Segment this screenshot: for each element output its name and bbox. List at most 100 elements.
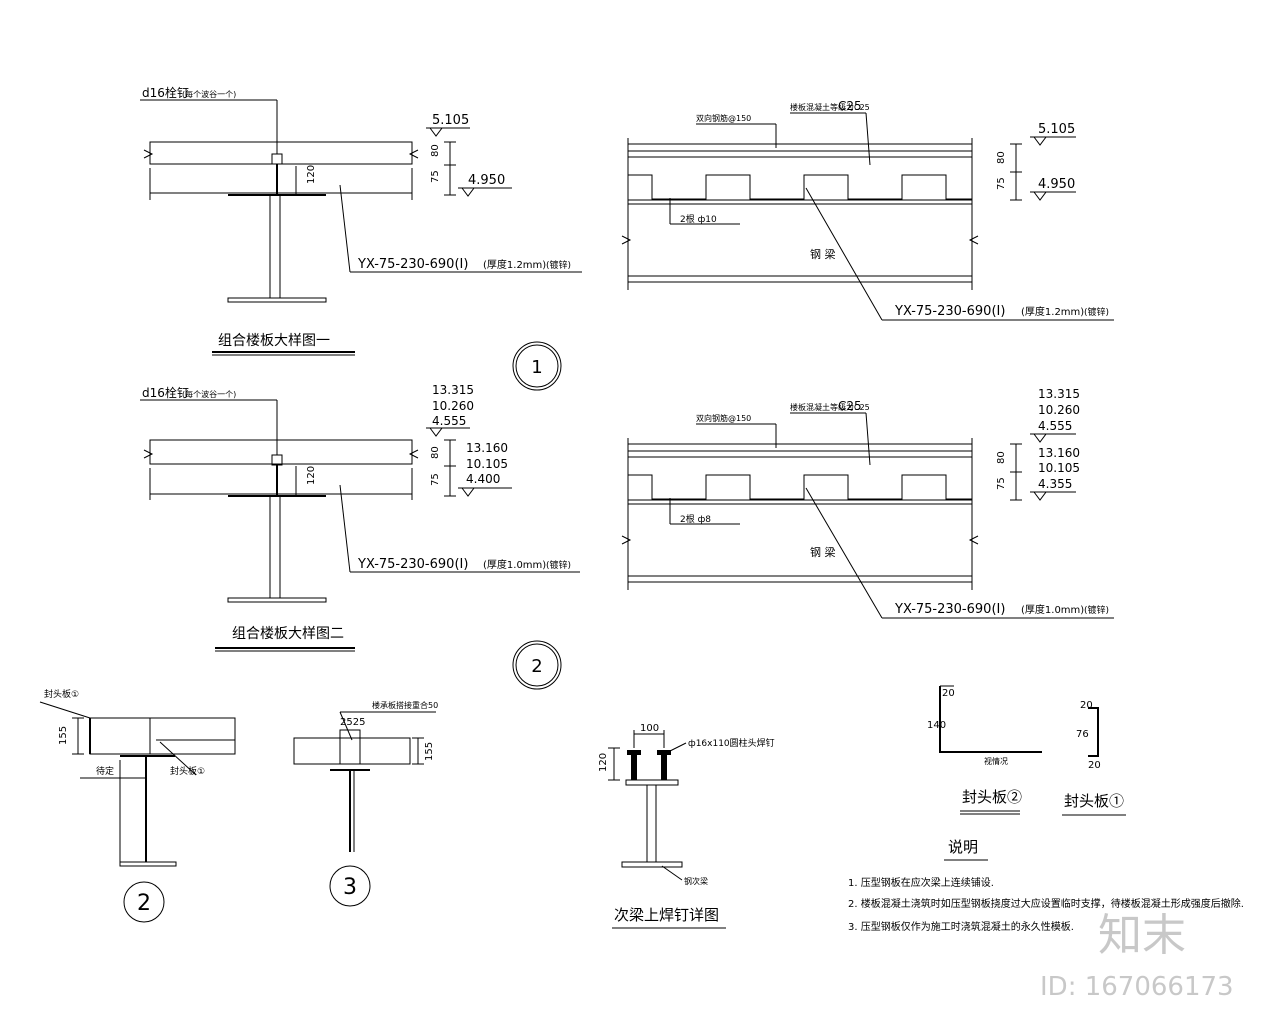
- end-plate-label: 封头板①: [44, 688, 79, 700]
- elevation-top-3: 4.555: [432, 414, 466, 428]
- stud-left: [631, 754, 637, 780]
- stud-right: [661, 754, 667, 780]
- dim-top: 80: [996, 151, 1007, 164]
- plate-title: 封头板②: [962, 788, 1022, 806]
- concrete-grade-suffix: C25: [838, 399, 862, 413]
- dim-top: 80: [430, 144, 441, 157]
- elevation-top-1: 13.315: [1038, 387, 1080, 401]
- stud-sub: (每个波谷一个): [182, 89, 236, 99]
- note-item-1: 1. 压型钢板在应次梁上连续铺设.: [848, 876, 994, 889]
- stud-head: [271, 153, 283, 165]
- deck-spec: YX-75-230-690(I): [357, 557, 468, 572]
- beam-label: 钢 梁: [810, 545, 836, 559]
- end-plate-one: 20 76 20 封头板①: [1062, 700, 1126, 816]
- circle-marker-two: 2: [512, 640, 562, 690]
- edge-dim: 155: [58, 726, 69, 745]
- circle-number: 1: [531, 357, 542, 378]
- rebar-bottom: 2根 ф8: [680, 513, 711, 525]
- stud-note: d16栓钉: [142, 385, 189, 400]
- deck-note: (镀锌): [1084, 306, 1109, 318]
- dim-stud: 120: [306, 466, 317, 485]
- edge-detail: 封头板① 155 待定 封头板① 2: [39, 688, 236, 923]
- plate-profile: [939, 686, 1042, 753]
- deck-thickness: (厚度1.0mm): [483, 558, 546, 571]
- detail-title: 组合楼板大样图二: [232, 626, 344, 642]
- concrete-grade: 楼板混凝土等级为C25: [790, 102, 870, 112]
- dim-bot: 75: [996, 477, 1007, 490]
- circle-number: 2: [531, 656, 542, 677]
- deck-note: (镀锌): [546, 259, 571, 271]
- fix-label: 待定: [96, 765, 114, 777]
- plate-dim-b: 140: [927, 720, 946, 731]
- deck-note: (镀锌): [546, 559, 571, 571]
- circle-marker: [123, 881, 165, 923]
- stud-note: ф16x110圆柱头焊钉: [688, 737, 775, 749]
- slab-concrete: [149, 141, 413, 165]
- deck-spec: YX-75-230-690(I): [357, 257, 468, 272]
- deck-thickness: (厚度1.2mm): [483, 258, 546, 271]
- edge-slab: [89, 717, 236, 755]
- circle-marker-one: 1: [512, 341, 562, 391]
- dim-stud: 120: [306, 165, 317, 184]
- notes-heading: 说明: [948, 838, 978, 856]
- deck-concrete: [627, 156, 973, 200]
- dim-top: 80: [430, 446, 441, 459]
- stud-sub: (每个波谷一个): [182, 389, 236, 399]
- elevation-top-3: 4.555: [1038, 419, 1072, 433]
- elevation-bot-1: 13.160: [1038, 446, 1080, 460]
- concrete-grade: 楼板混凝土等级为C25: [790, 402, 870, 412]
- elevation-bot: 4.950: [468, 173, 505, 188]
- deck-spec: YX-75-230-690(I): [894, 602, 1005, 617]
- elevation-top-2: 10.260: [1038, 403, 1080, 417]
- elevation-bot: 4.950: [1038, 177, 1075, 192]
- concrete-grade-suffix: C25: [838, 99, 862, 113]
- detail-two-section: d16栓钉 (每个波谷一个) 80 75 120 13.315 10.260 4…: [140, 383, 580, 652]
- deck-note: (镀锌): [1084, 604, 1109, 616]
- detail-one-deck: 双向钢筋@150 楼板混凝土等级为C25 C25 2根 ф10 钢 梁 YX-7…: [621, 99, 1114, 321]
- beam-bottom-flange: [227, 297, 327, 303]
- note-item-2: 2. 楼板混凝土浇筑时如压型钢板挠度过大应设置临时支撑，待楼板混凝土形成强度后撤…: [848, 897, 1244, 910]
- rebar-top: 双向钢筋@150: [696, 413, 751, 423]
- joint-note: 楼承板搭接重合50: [372, 700, 438, 710]
- elevation-top: 5.105: [1038, 122, 1075, 137]
- elevation-top-2: 10.260: [432, 399, 474, 413]
- deck-thickness: (厚度1.2mm): [1021, 305, 1084, 318]
- elevation-bot-3: 4.400: [466, 472, 500, 486]
- elevation-bot-1: 13.160: [466, 441, 508, 455]
- circle-number: 2: [137, 891, 151, 916]
- plate-dim-b: 76: [1076, 729, 1089, 740]
- elevation-top: 5.105: [432, 113, 469, 128]
- circle-number: 3: [343, 875, 357, 900]
- plate-title: 封头板①: [1064, 792, 1124, 810]
- watermark-id: ID: 167066173: [1040, 972, 1234, 1002]
- deck-spec: YX-75-230-690(I): [894, 304, 1005, 319]
- dim-bot: 75: [996, 177, 1007, 190]
- rebar-top: 双向钢筋@150: [696, 113, 751, 123]
- dim-bot: 75: [430, 473, 441, 486]
- watermark-brand: 知末: [1098, 910, 1186, 961]
- joint-dim: 155: [424, 742, 435, 761]
- note-item-3: 3. 压型钢板仅作为施工时浇筑混凝土的永久性模板.: [848, 920, 1074, 933]
- joint-dim-small: 2525: [340, 717, 365, 728]
- beam-flange: [625, 779, 679, 786]
- dim-bot: 75: [430, 170, 441, 183]
- plate-dim-a: 20: [1080, 700, 1093, 711]
- stud-title: 次梁上焊钉详图: [614, 906, 719, 924]
- deck-concrete: [627, 456, 973, 500]
- stud-dim-h: 120: [598, 753, 609, 772]
- end-plate-two: 20 140 视情况 封头板②: [927, 685, 1042, 815]
- plate-note: 视情况: [984, 756, 1008, 766]
- elevation-bot-3: 4.355: [1038, 477, 1072, 491]
- plate-profile: [1088, 707, 1099, 757]
- dim-top: 80: [996, 451, 1007, 464]
- plate-dim-c: 20: [1088, 760, 1101, 771]
- detail-two-deck: 双向钢筋@150 楼板混凝土等级为C25 C25 2根 ф8 钢 梁 YX-75…: [621, 387, 1114, 619]
- beam-label: 钢 梁: [810, 247, 836, 261]
- detail-one-section: d16栓钉 (每个波谷一个) 80 75 120 5.105 4.950 YX-…: [140, 85, 582, 356]
- rebar-bottom: 2根 ф10: [680, 213, 717, 225]
- end-plate-label-b: 封头板①: [170, 765, 205, 777]
- stud-detail: 100 120 ф16x110圆柱头焊钉 钢次梁 次梁上焊钉详图: [598, 723, 775, 929]
- elevation-bot-2: 10.105: [1038, 461, 1080, 475]
- circle-marker: [329, 865, 371, 907]
